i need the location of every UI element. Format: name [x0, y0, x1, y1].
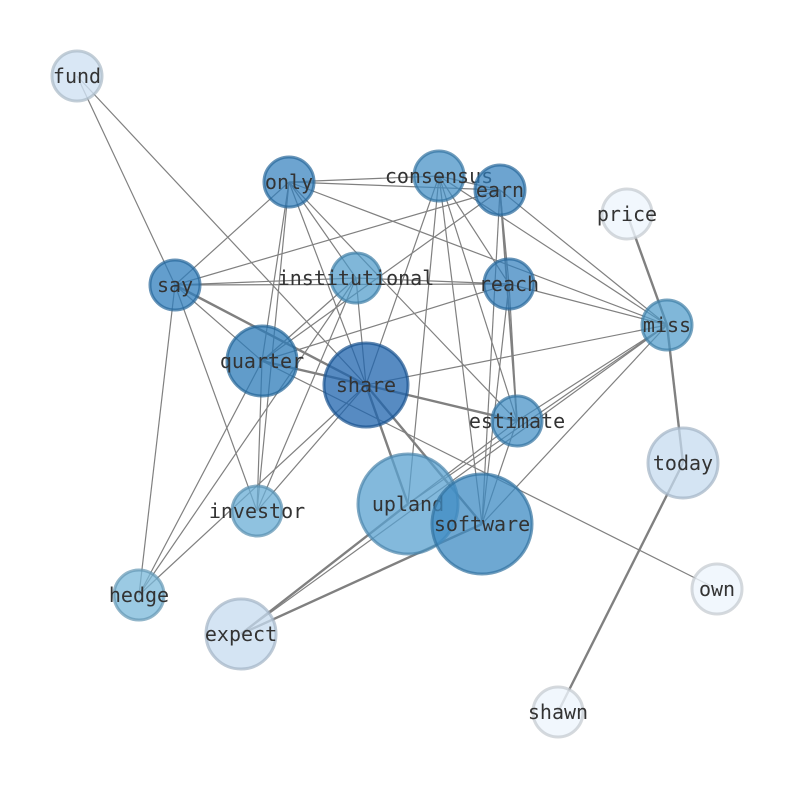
- node-own: own: [690, 562, 744, 616]
- edge-miss-estimate: [516, 324, 668, 422]
- node-label-fund: fund: [53, 64, 101, 88]
- edge-only-estimate: [288, 181, 518, 422]
- node-fund: fund: [50, 49, 104, 103]
- node-label-reach: reach: [479, 272, 539, 296]
- node-circle-consensus: [412, 149, 466, 203]
- edge-institutional-investor: [256, 277, 357, 512]
- node-label-today: today: [653, 451, 713, 475]
- edge-consensus-estimate: [438, 175, 518, 422]
- edge-today-shawn: [556, 462, 685, 713]
- node-investor: investor: [209, 484, 305, 538]
- node-label-estimate: estimate: [469, 409, 565, 433]
- node-circle-own: [690, 562, 744, 616]
- node-label-price: price: [597, 202, 657, 226]
- edge-earn-say: [174, 189, 501, 286]
- node-institutional: institutional: [278, 251, 435, 305]
- edge-earn-software: [481, 189, 501, 525]
- node-label-investor: investor: [209, 499, 305, 523]
- node-share: share: [322, 341, 410, 429]
- node-circle-expect: [204, 597, 278, 671]
- edge-miss-share: [365, 324, 668, 386]
- node-label-own: own: [699, 577, 735, 601]
- edge-consensus-upland: [407, 175, 440, 505]
- edge-reach-miss: [508, 283, 668, 326]
- node-circle-share: [322, 341, 410, 429]
- node-circle-say: [148, 258, 202, 312]
- edge-institutional-hedge: [138, 277, 357, 596]
- node-label-quarter: quarter: [220, 349, 304, 373]
- node-today: today: [646, 426, 720, 500]
- node-reach: reach: [479, 257, 539, 311]
- node-miss: miss: [640, 298, 694, 352]
- edge-consensus-software: [438, 175, 483, 525]
- node-price: price: [597, 187, 657, 241]
- edge-say-hedge: [138, 284, 176, 596]
- node-earn: earn: [473, 163, 527, 217]
- node-consensus: consensus: [385, 149, 493, 203]
- node-label-shawn: shawn: [528, 700, 588, 724]
- node-label-say: say: [157, 273, 193, 297]
- edge-reach-quarter: [261, 283, 510, 362]
- node-label-hedge: hedge: [109, 583, 169, 607]
- node-circle-fund: [50, 49, 104, 103]
- node-circle-today: [646, 426, 720, 500]
- edge-miss-expect: [240, 324, 668, 635]
- node-circle-hedge: [112, 568, 166, 622]
- edge-say-investor: [174, 284, 258, 512]
- node-circle-reach: [482, 257, 536, 311]
- node-circle-software: [430, 472, 534, 576]
- node-circle-earn: [473, 163, 527, 217]
- node-label-only: only: [265, 170, 313, 194]
- node-shawn: shawn: [528, 685, 588, 739]
- edge-only-earn: [288, 181, 501, 191]
- node-only: only: [262, 155, 316, 209]
- node-circle-investor: [230, 484, 284, 538]
- node-hedge: hedge: [109, 568, 169, 622]
- node-label-software: software: [434, 512, 530, 536]
- node-label-earn: earn: [476, 178, 524, 202]
- edge-say-institutional: [174, 277, 357, 286]
- node-circle-price: [600, 187, 654, 241]
- node-circle-institutional: [329, 251, 383, 305]
- node-quarter: quarter: [220, 324, 304, 398]
- node-label-miss: miss: [643, 313, 691, 337]
- edge-quarter-hedge: [138, 360, 263, 596]
- node-software: software: [430, 472, 534, 576]
- node-label-institutional: institutional: [278, 266, 435, 290]
- node-circle-quarter: [225, 324, 299, 398]
- node-circle-estimate: [490, 394, 544, 448]
- node-estimate: estimate: [469, 394, 565, 448]
- node-circle-shawn: [531, 685, 585, 739]
- node-say: say: [148, 258, 202, 312]
- node-label-share: share: [336, 373, 396, 397]
- edge-only-miss: [288, 181, 668, 326]
- node-expect: expect: [204, 597, 278, 671]
- edge-fund-say: [76, 75, 176, 286]
- node-circle-only: [262, 155, 316, 209]
- node-label-expect: expect: [205, 622, 277, 646]
- edge-earn-miss: [499, 189, 668, 326]
- node-circle-miss: [640, 298, 694, 352]
